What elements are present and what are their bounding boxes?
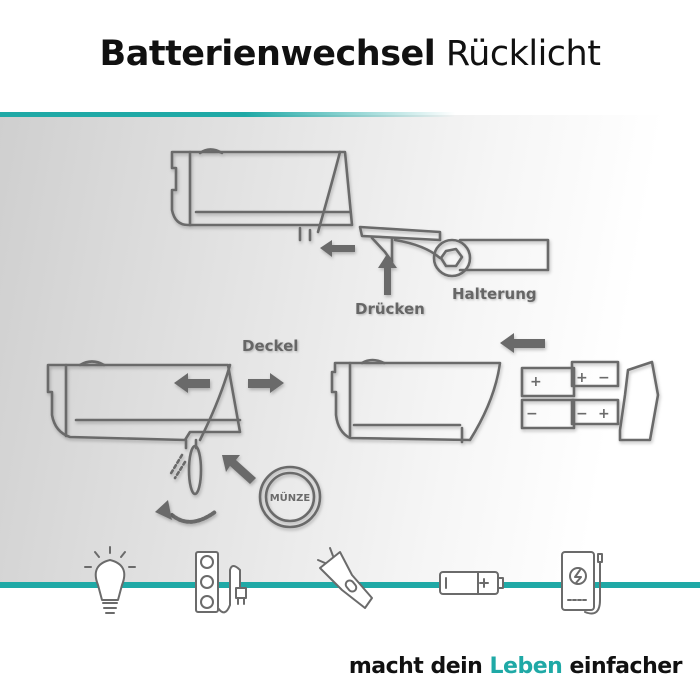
tagline-before: macht dein (348, 654, 483, 679)
rotate-arrow-head-icon (155, 500, 172, 520)
battery-icon (439, 571, 504, 595)
flashlight-icon (317, 547, 373, 609)
rear-light-top-drawing (170, 148, 354, 242)
top-accent-line (0, 112, 700, 117)
battery-pack-drawing (520, 360, 660, 442)
coin-drawing (258, 465, 322, 529)
minus-mark: − (598, 370, 610, 386)
rear-light-open-drawing (46, 360, 242, 496)
tagline-after: einfacher (569, 654, 682, 679)
tagline: macht dein Leben einfacher (348, 654, 683, 679)
plus-mark: + (576, 370, 588, 386)
press-label: Drücken (355, 300, 425, 318)
coin-label: MÜNZE (270, 490, 311, 504)
mount-label: Halterung (452, 285, 537, 303)
arrow-up-icon (378, 254, 397, 295)
plus-mark: + (530, 374, 542, 390)
power-strip-icon (195, 551, 247, 614)
title-bold: Batterienwechsel (99, 34, 436, 74)
minus-mark: − (576, 406, 588, 422)
arrow-left-icon (174, 373, 210, 393)
arrow-right-icon (248, 373, 284, 393)
arrows (155, 240, 545, 520)
light-bulb-icon (84, 546, 136, 614)
arrow-left-icon (320, 240, 355, 257)
plus-mark: + (598, 406, 610, 422)
arrow-left-icon (500, 333, 545, 353)
power-bank-icon (561, 551, 603, 615)
tagline-highlight: Leben (489, 654, 563, 679)
rotate-arrow-curve (170, 510, 217, 524)
cover-label: Deckel (242, 337, 299, 355)
arrow-diagonal-icon (222, 455, 256, 484)
title-regular: Rücklicht (445, 34, 601, 74)
page-title: Batterienwechsel Rücklicht (0, 34, 700, 74)
minus-mark: − (526, 406, 538, 422)
rear-light-empty-drawing (330, 358, 502, 444)
